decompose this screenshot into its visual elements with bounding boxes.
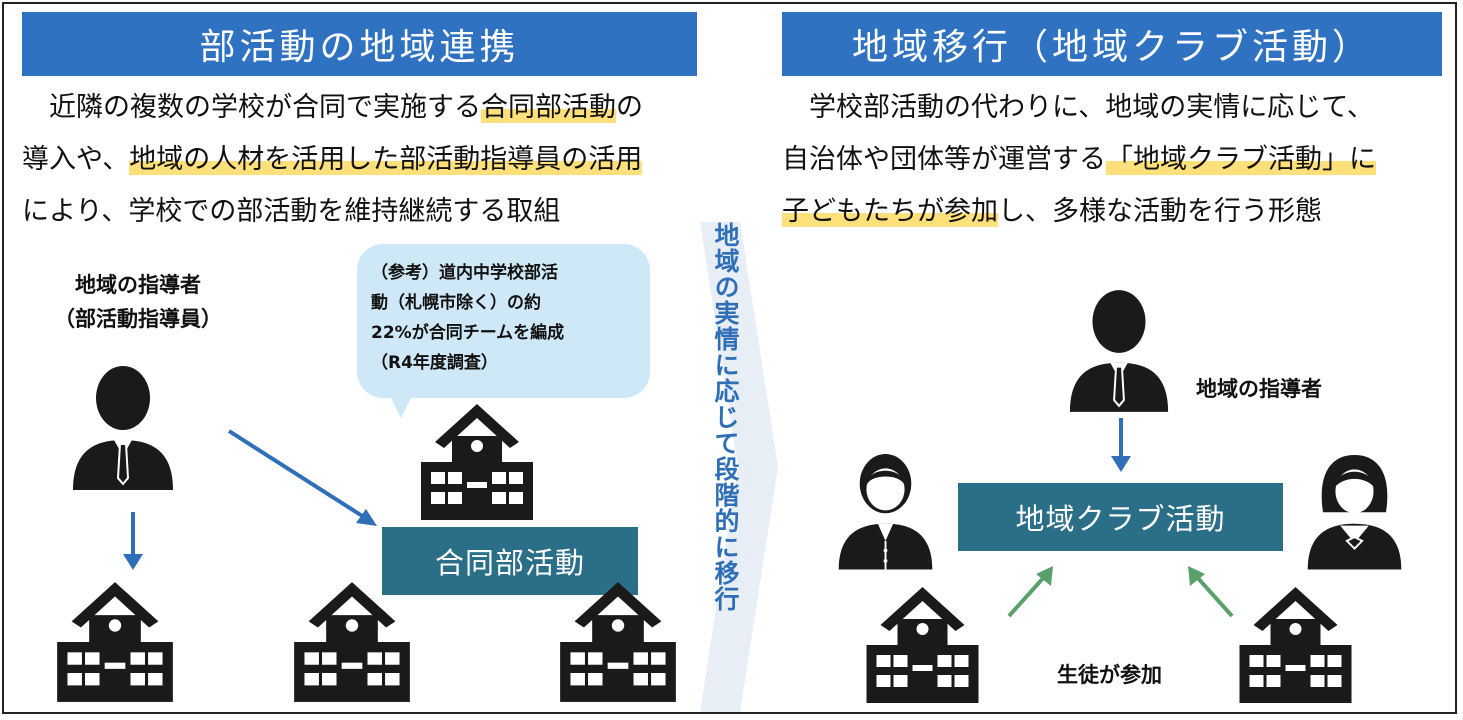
school-icon [560, 582, 676, 702]
joint-club-box: 合同部活動 [382, 527, 638, 595]
right-intro-line-2: 自治体や団体等が運営する「地域クラブ活動」に [782, 144, 1376, 175]
left-intro-line-3: により、学校での部活動を維持継続する取組 [22, 196, 561, 227]
transition-chevron [700, 222, 778, 712]
school-icon [866, 587, 979, 703]
school-icon [421, 404, 533, 520]
right-banner: 地域移行（地域クラブ活動） [782, 12, 1442, 76]
student-girl-icon [1307, 455, 1402, 570]
right-intro: 学校部活動の代わりに、地域の実情に応じて、 自治体や団体等が運営する「地域クラブ… [782, 82, 1376, 238]
leader-person-icon [73, 366, 173, 490]
school-icon [1239, 587, 1352, 703]
left-intro-line-1: 近隣の複数の学校が合同で実施する合同部活動の [22, 92, 643, 123]
right-leader-label: 地域の指導者 [1196, 377, 1322, 401]
local-club-box: 地域クラブ活動 [958, 483, 1283, 551]
arrow-leader-to-club [1111, 418, 1131, 472]
leader-person-icon [1069, 290, 1169, 412]
left-intro-line-2: 導入や、地域の人材を活用した部活動指導員の活用 [22, 144, 643, 175]
school-icon [57, 582, 173, 702]
transition-text: 地域の実情に応じて段階的に移行 [711, 222, 740, 612]
arrow-leader-to-joint [227, 429, 377, 526]
arrow-school-to-club-left [1007, 566, 1053, 618]
left-leader-label: 地域の指導者 （部活動指導員） [54, 273, 222, 331]
arrow-school-to-club-right [1188, 566, 1234, 618]
left-intro: 近隣の複数の学校が合同で実施する合同部活動の 導入や、地域の人材を活用した部活動… [22, 82, 643, 238]
school-icon [294, 582, 410, 702]
right-intro-line-1: 学校部活動の代わりに、地域の実情に応じて、 [782, 92, 1374, 123]
arrow-leader-to-school [123, 512, 143, 570]
right-intro-line-3: 子どもたちが参加し、多様な活動を行う形態 [782, 196, 1322, 227]
students-join-label: 生徒が参加 [1057, 663, 1162, 687]
student-boy-icon [838, 454, 933, 570]
reference-bubble: （参考）道内中学校部活 動（札幌市除く）の約 22%が合同チームを編成 （R4年… [357, 244, 650, 398]
bubble-tail [387, 390, 415, 418]
left-banner: 部活動の地域連携 [22, 12, 697, 76]
